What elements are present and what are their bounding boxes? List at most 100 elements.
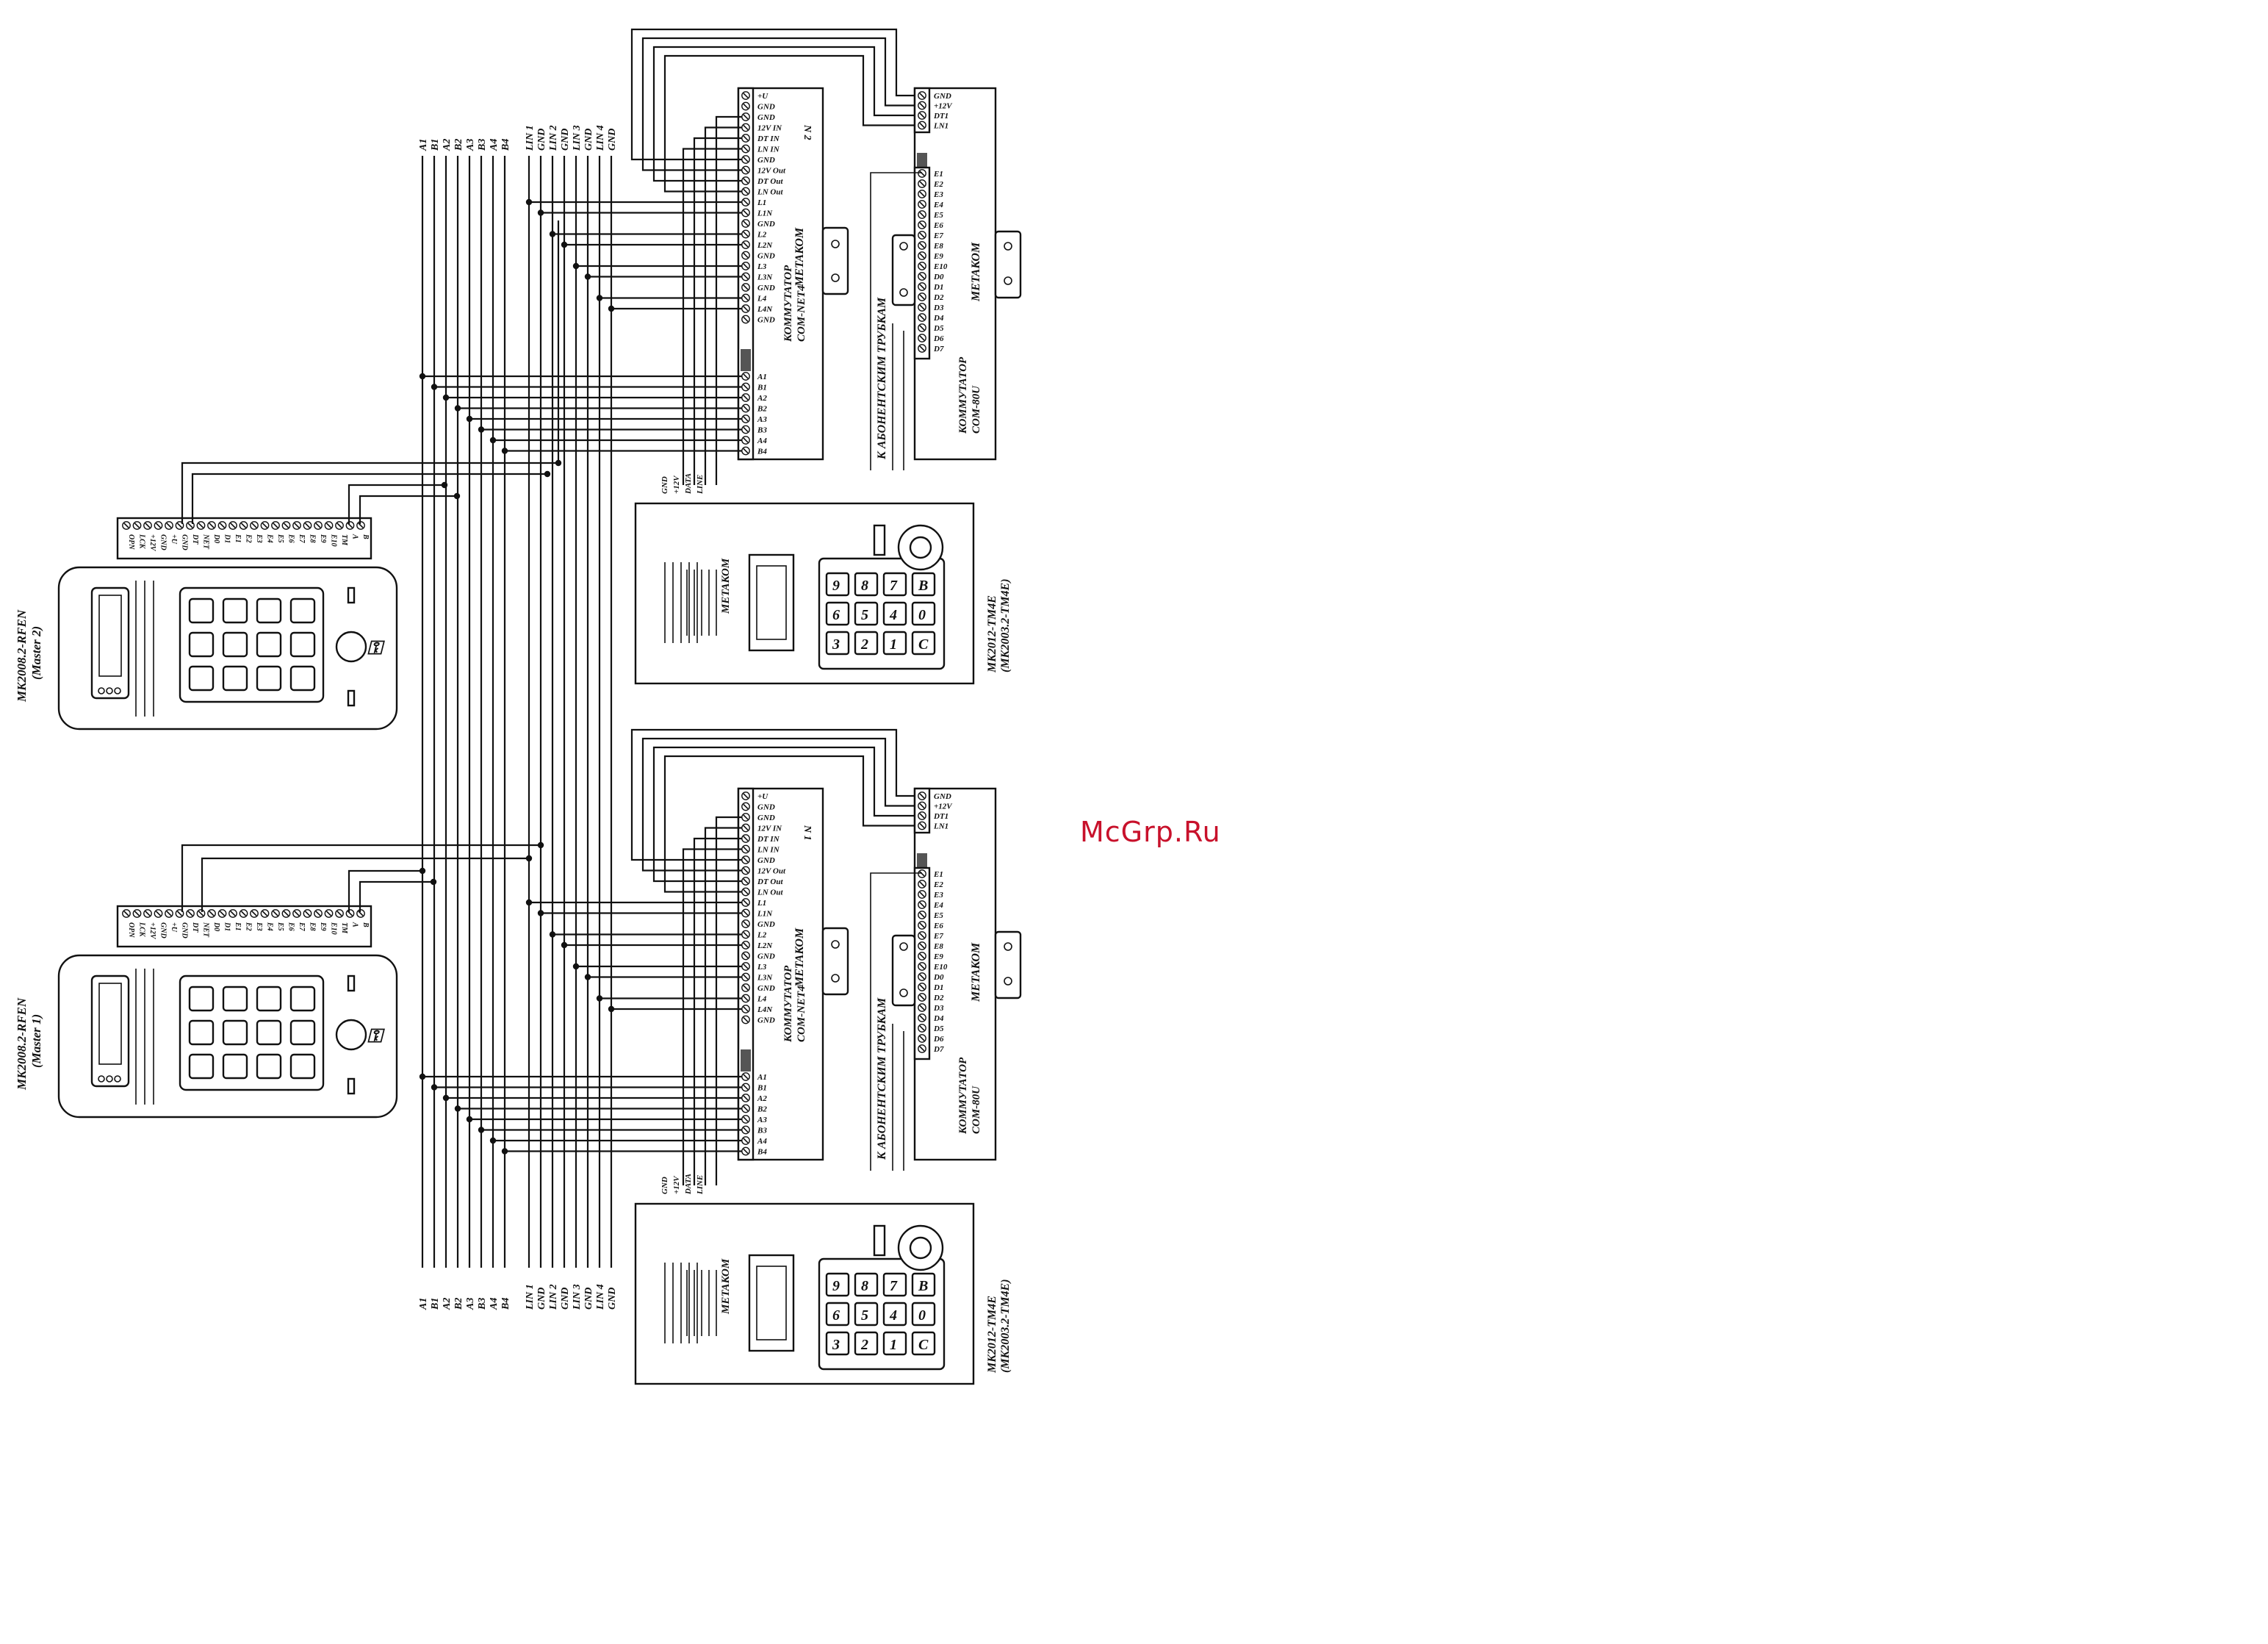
com80-terminal-label: DT1: [933, 812, 948, 821]
keypad-key: [911, 601, 936, 626]
junction-dot: [454, 405, 461, 412]
camera-lens-inner: [909, 536, 932, 559]
panel-terminal-label: GND: [660, 1177, 669, 1194]
switch-terminal-label: GND: [757, 952, 775, 961]
master-key: [256, 665, 282, 692]
master-key: [256, 631, 282, 658]
terminal-slot: [743, 220, 749, 226]
master-terminal-label: NET: [202, 534, 210, 550]
master2-link: [191, 473, 547, 524]
terminal-slot: [743, 846, 749, 852]
com80-terminal-label: E2: [933, 880, 943, 889]
master-terminal-label: NET: [202, 922, 210, 938]
terminal-slot: [743, 135, 749, 141]
master-key: [188, 631, 215, 658]
master2-link: [348, 484, 444, 524]
com80-terminal-label: D1: [933, 283, 943, 292]
switch-terminal-label: B3: [757, 1127, 767, 1135]
junction-dot: [454, 1105, 461, 1112]
com80-terminal-label: DT1: [933, 112, 948, 121]
terminal-slot: [919, 345, 925, 351]
master-role: (Master 2): [29, 626, 43, 680]
keypad-key-label: B: [918, 578, 928, 594]
keypad-key: [882, 572, 907, 597]
terminal-slot: [743, 995, 749, 1002]
terminal-slot: [743, 284, 749, 290]
com80-terminal-label: E1: [933, 170, 943, 179]
terminal-slot: [919, 912, 925, 918]
terminal-slot: [743, 836, 749, 841]
terminal-slot: [919, 284, 925, 290]
switch-com80-link: [652, 46, 918, 182]
terminal-slot: [123, 523, 129, 528]
master-key: [222, 1019, 248, 1046]
switch-terminal-label: DT Out: [757, 877, 783, 886]
master-terminal-label: E4: [266, 922, 274, 931]
panel-feed-wire: [693, 137, 742, 485]
terminal-slot: [336, 911, 342, 916]
switch-terminal-label: LN Out: [757, 889, 783, 897]
terminal-slot: [198, 523, 204, 528]
switch-jumper: [741, 349, 751, 371]
switch-terminal-label: B4: [757, 448, 767, 456]
junction-dot: [489, 437, 497, 444]
switch-terminal-label: A2: [757, 1094, 767, 1103]
terminal-slot: [325, 523, 332, 528]
terminal-slot: [919, 304, 925, 310]
junction-dot: [453, 492, 461, 500]
junction-dot: [555, 459, 562, 467]
terminal-slot: [209, 911, 215, 916]
switch-terminal-label: LN IN: [757, 146, 780, 154]
junction-dot: [466, 1116, 473, 1123]
bus-label-top: A4: [489, 139, 500, 151]
com80-terminal-label: D4: [933, 1014, 944, 1023]
panel-terminal-label: DATA: [684, 1174, 693, 1195]
mount-hole: [1004, 276, 1012, 285]
switch-com80-link: [641, 737, 918, 872]
keypad-key: [854, 1272, 879, 1297]
terminal-slot: [743, 209, 749, 216]
com80-terminal-label: D3: [933, 304, 944, 312]
terminal-slot: [273, 523, 278, 528]
master-led: [114, 1075, 121, 1083]
com80-terminal-label: D7: [933, 345, 944, 353]
terminal-slot: [743, 384, 749, 390]
terminal-slot: [743, 199, 749, 205]
com80-terminal-label: E7: [933, 231, 943, 240]
com80-terminal-label: LN1: [933, 822, 948, 831]
keypad-key: [854, 601, 879, 626]
terminal-slot: [336, 523, 342, 528]
com80-terminal-label: D0: [933, 973, 944, 982]
keypad-key-label: 1: [890, 636, 897, 653]
master-terminal-label: B: [361, 534, 370, 539]
terminal-slot: [743, 1095, 749, 1101]
terminal-slot: [187, 911, 193, 916]
switch-brand: МЕТАКОМ: [793, 227, 806, 287]
switch-terminal-label: B2: [757, 1105, 767, 1114]
keypad-key-label: 5: [861, 1307, 868, 1324]
terminal-slot: [743, 373, 749, 379]
master1-link: [181, 844, 541, 912]
terminal-slot: [919, 325, 925, 331]
terminal-slot: [251, 911, 257, 916]
master-terminal-label: GND: [159, 922, 168, 938]
lin-label-top: GND: [607, 129, 618, 151]
terminal-slot: [743, 306, 749, 312]
bus-label-top: B3: [477, 139, 488, 151]
master2-link: [181, 220, 560, 524]
terminal-slot: [273, 911, 278, 916]
keypad-key-label: 0: [918, 1307, 926, 1324]
master-terminal-label: D0: [212, 534, 220, 543]
master-display: [90, 974, 130, 1088]
master-key: [222, 597, 248, 624]
switch-terminal-label: GND: [757, 103, 775, 112]
keypad-key: [882, 1272, 907, 1297]
switch-terminal-label: +U: [757, 92, 768, 101]
com80-left-ear: [891, 234, 916, 306]
master1-link: [348, 869, 422, 912]
master-key: [188, 1019, 215, 1046]
keypad-key: [882, 631, 907, 656]
junction-dot: [537, 209, 544, 216]
com80-1: GND+12VDT1LN1E1E2E3E4E5E6E7E8E9E10D0D1D2…: [870, 787, 1022, 1171]
master-led: [98, 1075, 105, 1083]
